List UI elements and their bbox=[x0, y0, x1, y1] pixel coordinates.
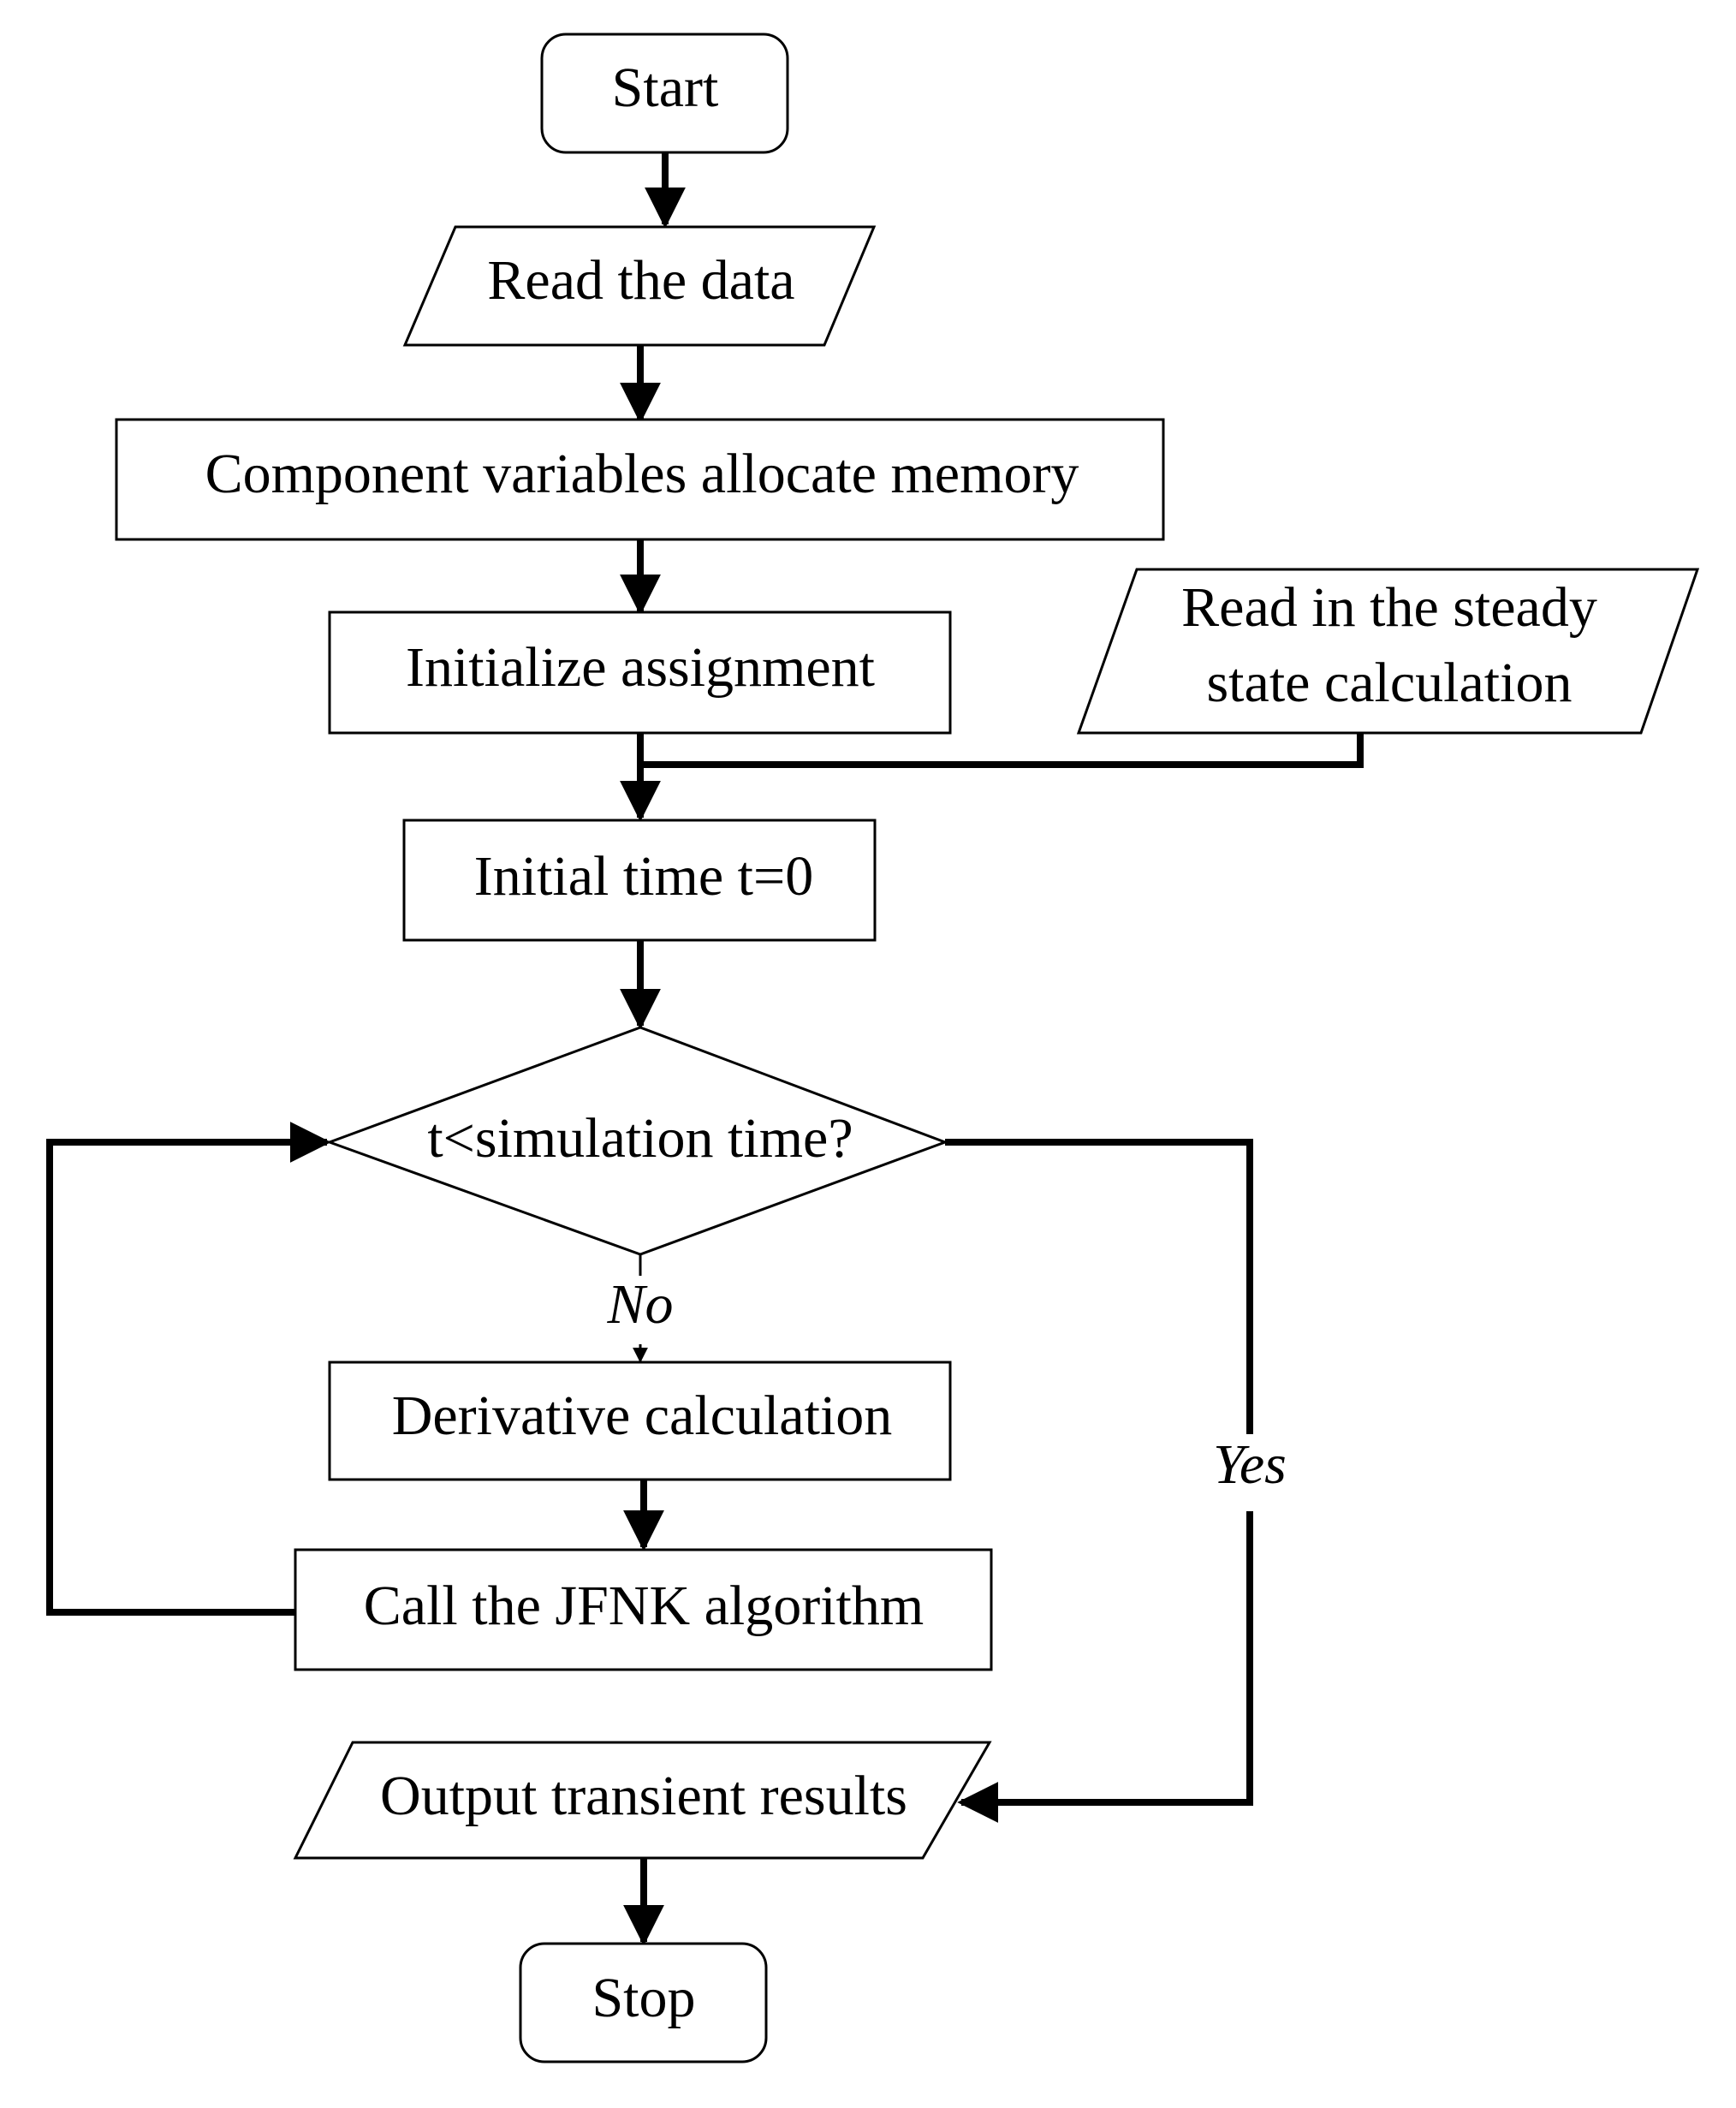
read-data-input: Read the data bbox=[402, 225, 877, 347]
stop-terminal: Stop bbox=[519, 1942, 768, 2063]
simulation-time-decision: t<simulation time? bbox=[325, 1026, 949, 1256]
steady-state-label-line2: state calculation bbox=[1207, 652, 1573, 714]
no-branch-label: No bbox=[606, 1273, 673, 1336]
initial-time-process: Initial time t=0 bbox=[402, 819, 877, 942]
derivative-calculation-process: Derivative calculation bbox=[328, 1361, 952, 1481]
start-terminal: Start bbox=[540, 33, 789, 154]
allocate-memory-label: Component variables allocate memory bbox=[205, 443, 1079, 505]
decision-label: t<simulation time? bbox=[427, 1107, 853, 1170]
jfnk-label: Call the JFNK algorithm bbox=[364, 1575, 924, 1637]
output-results-output: Output transient results bbox=[293, 1741, 992, 1860]
initialize-assignment-label: Initialize assignment bbox=[406, 636, 875, 699]
steady-state-input: Read in the steady state calculation bbox=[1076, 568, 1700, 735]
allocate-memory-process: Component variables allocate memory bbox=[115, 418, 1165, 541]
arrow-steady-state-merge bbox=[640, 733, 1364, 768]
initial-time-label: Initial time t=0 bbox=[474, 845, 813, 908]
jfnk-process: Call the JFNK algorithm bbox=[294, 1548, 993, 1671]
derivative-label: Derivative calculation bbox=[392, 1384, 893, 1447]
read-data-label: Read the data bbox=[487, 249, 794, 312]
start-label: Start bbox=[612, 57, 719, 119]
output-label: Output transient results bbox=[380, 1765, 907, 1827]
arrow-jfnk-loop-back bbox=[46, 1122, 331, 1616]
stop-label: Stop bbox=[592, 1967, 695, 2029]
yes-branch-label: Yes bbox=[1213, 1433, 1287, 1496]
initialize-assignment-process: Initialize assignment bbox=[328, 610, 952, 735]
steady-state-label-line1: Read in the steady bbox=[1181, 576, 1597, 639]
